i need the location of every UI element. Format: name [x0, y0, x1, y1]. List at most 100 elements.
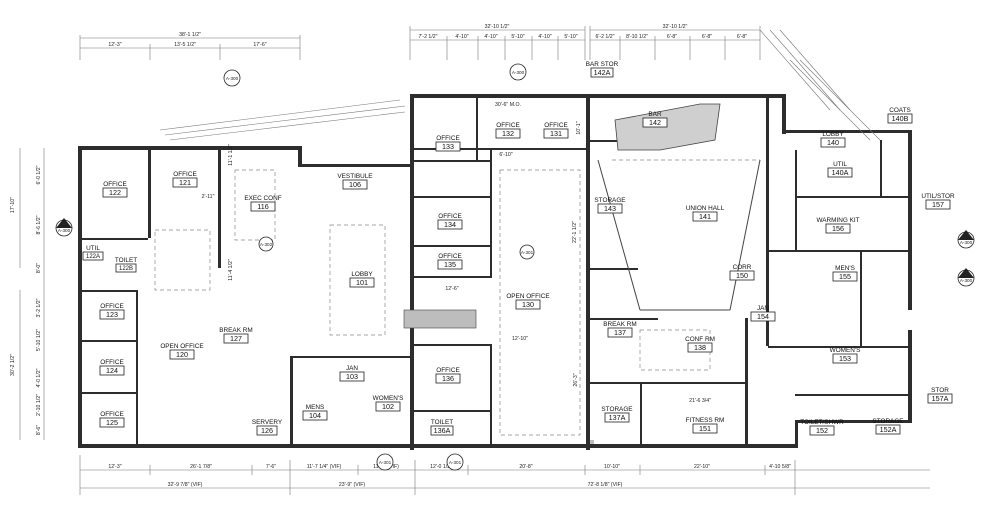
section-marker-right-1-text: A-300: [960, 240, 973, 245]
room-140b: COATS 140B: [887, 107, 913, 124]
room-104: MENS 104: [302, 404, 328, 421]
room-155: MEN'S 155: [832, 265, 858, 282]
room-156: WARMING KIT 156: [816, 217, 860, 234]
section-marker-west-interior: A-302: [258, 236, 274, 252]
room-127-text: 127: [230, 334, 242, 343]
room-106-text: 106: [349, 180, 361, 189]
room-142-text: 142: [649, 118, 661, 127]
room-122b-text: 122B: [119, 266, 133, 272]
room-156-text: 156: [832, 224, 844, 233]
section-marker-right-1: A-300: [957, 230, 975, 249]
dim-top-mid-overall: 32'-10 1/2": [485, 24, 510, 30]
dim-top-left-seg-2: 13'-5 1/2": [174, 42, 196, 48]
room-155-text: 155: [839, 272, 851, 281]
room-137a-text: 137A: [609, 413, 626, 422]
interior-dimension-notes-text: 12'-10": [512, 336, 528, 342]
section-marker-left: A-300: [55, 218, 73, 237]
interior-dimension-notes-text: 30'-6" M.O.: [495, 102, 521, 108]
room-152a-text: 152A: [880, 425, 897, 434]
room-136a-text: 136A: [434, 426, 451, 435]
room-142-text: BAR: [648, 111, 662, 118]
room-157a: STOR 157A: [927, 387, 953, 404]
room-122-text: 122: [109, 188, 121, 197]
room-125-text: 125: [106, 418, 118, 427]
room-104-text: MENS: [306, 404, 324, 411]
interior-dimension-notes-text: 12'-6": [445, 286, 458, 292]
room-152a: STORAGE 152A: [872, 418, 904, 435]
dim-left-seg-2: 8'-6 1/2": [36, 215, 42, 234]
section-marker-bottom-mid-text: A-301: [449, 460, 462, 465]
room-134: OFFICE 134: [437, 213, 463, 230]
room-151: FITNESS RM 151: [686, 417, 724, 434]
dim-bottom-seg-3: 7'-6": [266, 464, 276, 470]
room-157a-text: 157A: [932, 394, 949, 403]
section-marker-west-interior-text: A-302: [260, 242, 273, 247]
room-137: BREAK RM 137: [603, 321, 637, 338]
interior-dimension-notes-text: 11'-1 1/2": [228, 144, 234, 166]
room-141-text: UNION HALL: [686, 205, 725, 212]
room-151-text: 151: [699, 424, 711, 433]
room-133-text: OFFICE: [436, 135, 459, 142]
room-132: OFFICE 132: [495, 122, 521, 139]
room-121: OFFICE 121: [172, 171, 198, 188]
section-marker-bottom-mid: A-301: [446, 453, 464, 471]
dim-bottom-overall-2: 23'-9" (VIF): [339, 482, 365, 488]
room-152a-text: STORAGE: [872, 418, 903, 425]
dim-top-left-seg-3: 17'-6": [253, 42, 266, 48]
room-126-text: 126: [261, 426, 273, 435]
dim-bottom-seg-6: 12'-0 1/2": [430, 464, 452, 470]
interior-dimension-notes-text: 22'-1 1/2": [572, 221, 578, 243]
room-101-text: LOBBY: [351, 271, 373, 278]
room-125-text: OFFICE: [100, 411, 123, 418]
room-122a: UTIL 122A: [82, 245, 104, 261]
room-141: UNION HALL 141: [686, 205, 725, 222]
room-150: CORR 150: [729, 264, 755, 281]
room-131-text: OFFICE: [544, 122, 567, 129]
room-106-text: VESTIBULE: [337, 173, 372, 180]
room-157a-text: STOR: [931, 387, 949, 394]
dim-bottom-overall-1: 32'-9 7/8" (VIF): [168, 482, 203, 488]
section-marker-top-mid-text: A-300: [512, 70, 525, 75]
room-137-text: BREAK RM: [603, 321, 636, 328]
room-157-text: 157: [932, 200, 944, 209]
union-hall-angled-walls: [597, 103, 761, 311]
room-135-text: 135: [444, 260, 456, 269]
room-124-text: OFFICE: [100, 359, 123, 366]
walls: [78, 94, 912, 450]
section-marker-top-west-text: A-300: [226, 76, 239, 81]
section-marker-left-text: A-300: [58, 228, 71, 233]
section-marker-right-2: A-300: [957, 268, 975, 287]
dim-top-right-seg-1: 6'-2 1/2": [596, 34, 615, 40]
room-120: OPEN OFFICE 120: [160, 343, 204, 360]
room-103-text: 103: [346, 372, 358, 381]
room-157: UTIL/STOR 157: [921, 193, 955, 210]
room-140: LOBBY 140: [820, 131, 846, 148]
room-155-text: MEN'S: [835, 265, 855, 272]
room-123: OFFICE 123: [99, 303, 125, 320]
room-142: BAR 142: [642, 111, 668, 128]
room-126-text: SERVERY: [252, 419, 283, 426]
room-138-text: CONF RM: [685, 336, 715, 343]
room-103: JAN 103: [339, 365, 365, 382]
dim-left-overall-1: 17'-10": [10, 197, 16, 213]
bottom-dimensions: 12'-3" 26'-1 7/8" 7'-6" 11'-7 1/4" (VIF)…: [79, 455, 930, 495]
room-157-text: UTIL/STOR: [921, 193, 955, 200]
room-137a-text: STORAGE: [601, 406, 632, 413]
room-101: LOBBY 101: [349, 271, 375, 288]
dim-left-seg-4: 3'-2 1/2": [36, 298, 42, 317]
section-markers: A-300 A-300 A-300 A-300 A-300 A-301 A-30…: [55, 63, 975, 471]
section-marker-top-west: A-300: [223, 69, 241, 87]
room-135: OFFICE 135: [437, 253, 463, 270]
dim-bottom-seg-2: 26'-1 7/8": [190, 464, 212, 470]
room-126: SERVERY 126: [252, 419, 283, 436]
room-122-text: OFFICE: [103, 181, 126, 188]
room-152-text: TOILET/SHWR: [800, 419, 844, 426]
room-122: OFFICE 122: [102, 181, 128, 198]
exterior-canopy: [159, 29, 881, 141]
room-140a: UTIL 140A: [827, 161, 853, 178]
top-dimensions: 38'-1 1/2" 12'-3" 13'-5 1/2" 17'-6" 32'-…: [79, 24, 761, 60]
room-154-text: 154: [757, 312, 769, 321]
room-124: OFFICE 124: [99, 359, 125, 376]
dim-top-mid-seg-5: 4'-10": [538, 34, 551, 40]
room-130-text: 130: [522, 300, 534, 309]
